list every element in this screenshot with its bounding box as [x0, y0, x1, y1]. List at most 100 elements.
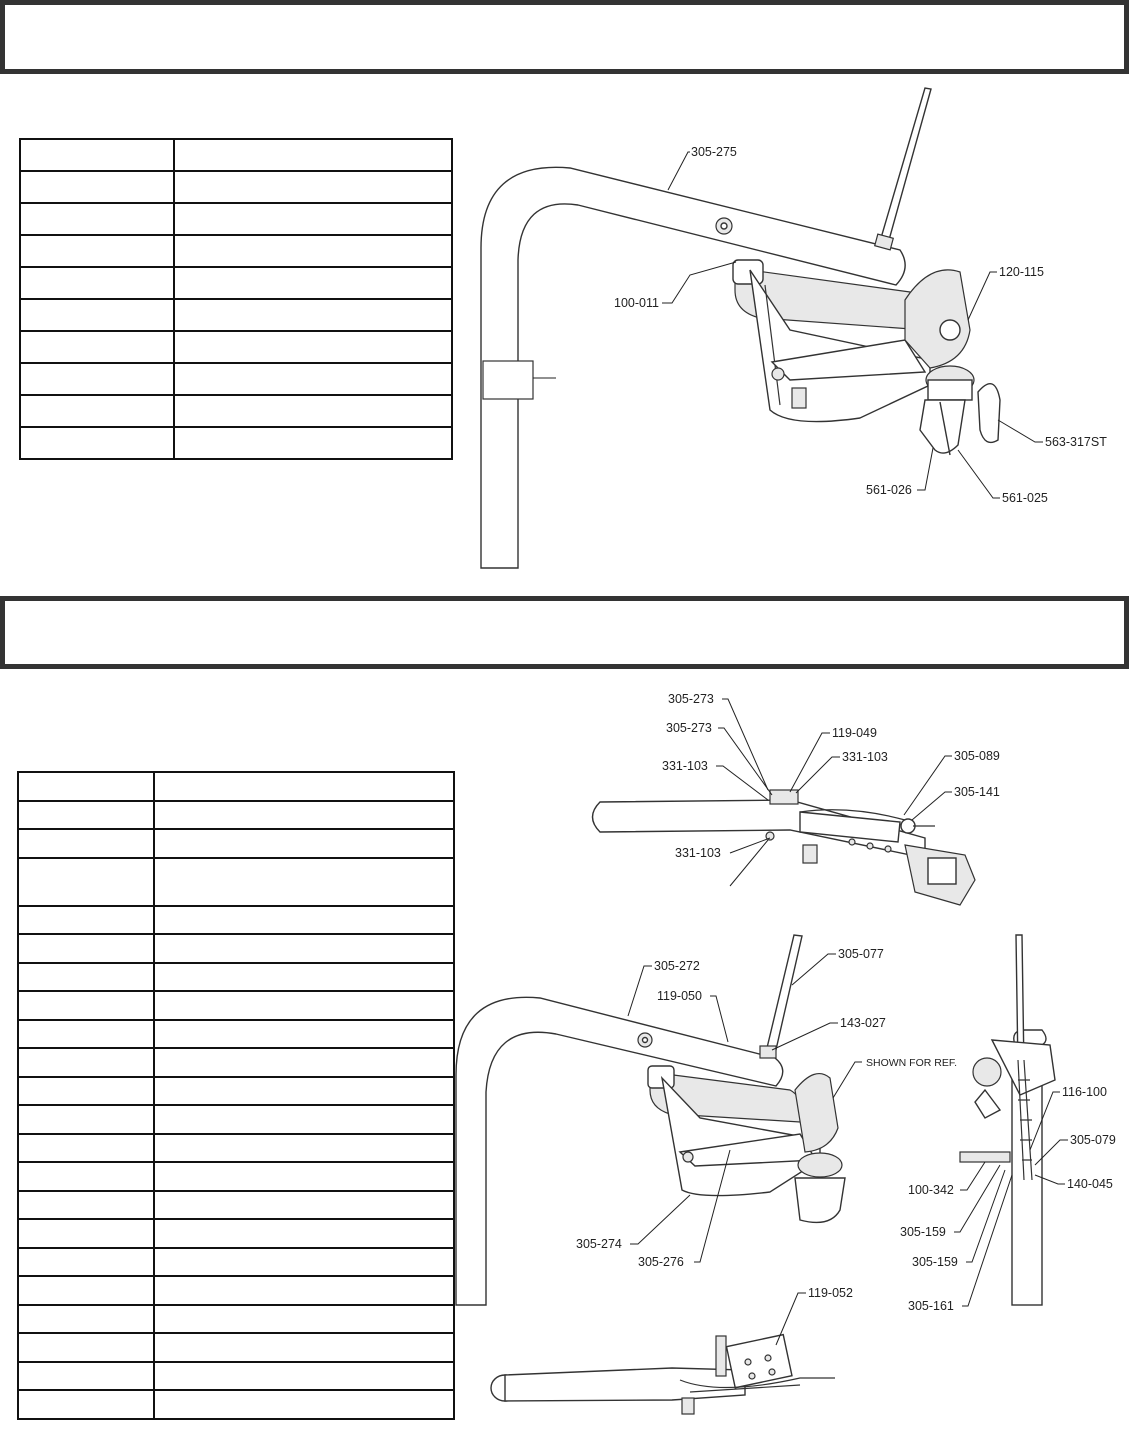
label-305-089: 305-089: [954, 749, 1000, 763]
label-119-050: 119-050: [657, 989, 702, 1003]
pipe-tag-box: [482, 360, 534, 400]
table-row: [19, 202, 453, 236]
description-cell: [173, 394, 453, 428]
part-number-cell: [17, 1075, 155, 1106]
diagram-2-end-view: [959, 934, 1056, 1306]
part-number-cell: [17, 1389, 155, 1420]
label-116-100: 116-100: [1062, 1085, 1107, 1099]
description-cell: [153, 856, 455, 907]
part-number-cell: [17, 1246, 155, 1277]
part-number-cell: [19, 202, 175, 236]
section-header-1: [0, 0, 1129, 74]
diagram-1-assembly: [480, 87, 1001, 569]
label-305-159-b: 305-159: [912, 1255, 958, 1269]
diagram-2-side-view: [455, 934, 846, 1306]
rod-2: [765, 934, 803, 1055]
table-row: [17, 1189, 455, 1220]
table-row: [19, 298, 453, 332]
table-row: [17, 856, 455, 907]
label-331-103-b: 331-103: [842, 750, 888, 764]
label-563-317ST: 563-317ST: [1045, 435, 1107, 449]
description-cell: [153, 990, 455, 1021]
table-row: [17, 828, 455, 859]
diagram-2-side-leaders: [627, 953, 862, 1263]
spout-head-2: [794, 1072, 839, 1153]
leader-119-052: [775, 1292, 806, 1346]
part-number-cell: [17, 990, 155, 1021]
pin-100-342: [959, 1151, 1011, 1163]
label-305-274: 305-274: [576, 1237, 622, 1251]
description-cell: [173, 426, 453, 460]
label-100-342: 100-342: [908, 1183, 954, 1197]
clip-563: [977, 383, 1001, 444]
label-561-026: 561-026: [866, 483, 912, 497]
table-row: [17, 933, 455, 964]
table-row: [19, 234, 453, 268]
table-row: [19, 138, 453, 172]
part-number-cell: [19, 234, 175, 268]
table-row: [17, 904, 455, 935]
label-331-103-a: 331-103: [662, 759, 708, 773]
description-cell: [153, 1047, 455, 1078]
description-cell: [173, 330, 453, 364]
part-number-cell: [19, 426, 175, 460]
label-305-159-a: 305-159: [900, 1225, 946, 1239]
nozzle-tip-2: [794, 1177, 846, 1224]
part-number-cell: [19, 138, 175, 172]
label-100-011: 100-011: [614, 296, 659, 310]
pipe-arm-2: [455, 996, 784, 1306]
label-119-052: 119-052: [808, 1286, 853, 1300]
label-140-045: 140-045: [1067, 1177, 1113, 1191]
label-305-275: 305-275: [691, 145, 737, 159]
description-cell: [153, 1218, 455, 1249]
table-row: [19, 266, 453, 300]
diagram-2-top-view: [591, 789, 976, 906]
part-number-cell: [19, 298, 175, 332]
part-number-cell: [17, 1218, 155, 1249]
description-cell: [173, 170, 453, 204]
part-number-cell: [17, 1189, 155, 1220]
spout-head-1: [904, 269, 971, 369]
description-cell: [173, 138, 453, 172]
bracket-bottom-view: [725, 1333, 793, 1389]
description-cell: [153, 1360, 455, 1391]
label-331-103-c: 331-103: [675, 846, 721, 860]
table-row: [17, 990, 455, 1021]
description-cell: [173, 298, 453, 332]
part-number-cell: [17, 961, 155, 992]
description-cell: [173, 266, 453, 300]
table-row: [17, 1218, 455, 1249]
table-row: [19, 394, 453, 428]
label-305-077: 305-077: [838, 947, 884, 961]
part-number-cell: [19, 170, 175, 204]
table-row: [17, 799, 455, 830]
label-119-049: 119-049: [832, 726, 877, 740]
description-cell: [173, 202, 453, 236]
table-row: [17, 1389, 455, 1420]
label-561-025: 561-025: [1002, 491, 1048, 505]
diagram-2-top-leaders: [716, 698, 952, 887]
description-cell: [153, 1389, 455, 1420]
part-number-cell: [19, 362, 175, 396]
label-305-273-a: 305-273: [668, 692, 714, 706]
parts-table-2: [17, 771, 455, 1420]
label-shown-for-ref: SHOWN FOR REF.: [866, 1057, 957, 1069]
part-number-cell: [17, 1132, 155, 1163]
label-305-161: 305-161: [908, 1299, 954, 1313]
diagram-2-bottom-view: [490, 1333, 835, 1415]
part-number-cell: [19, 394, 175, 428]
label-120-115: 120-115: [999, 265, 1044, 279]
description-cell: [153, 1075, 455, 1106]
label-305-272: 305-272: [654, 959, 700, 973]
table-row: [19, 426, 453, 460]
description-cell: [153, 799, 455, 830]
label-305-276: 305-276: [638, 1255, 684, 1269]
diagram-1-leaders: [662, 151, 1043, 499]
table-row: [17, 1360, 455, 1391]
part-number-cell: [19, 266, 175, 300]
diagram-2-end-leaders: [954, 1091, 1068, 1307]
table-row: [19, 170, 453, 204]
table-row: [19, 330, 453, 364]
label-305-141: 305-141: [954, 785, 1000, 799]
